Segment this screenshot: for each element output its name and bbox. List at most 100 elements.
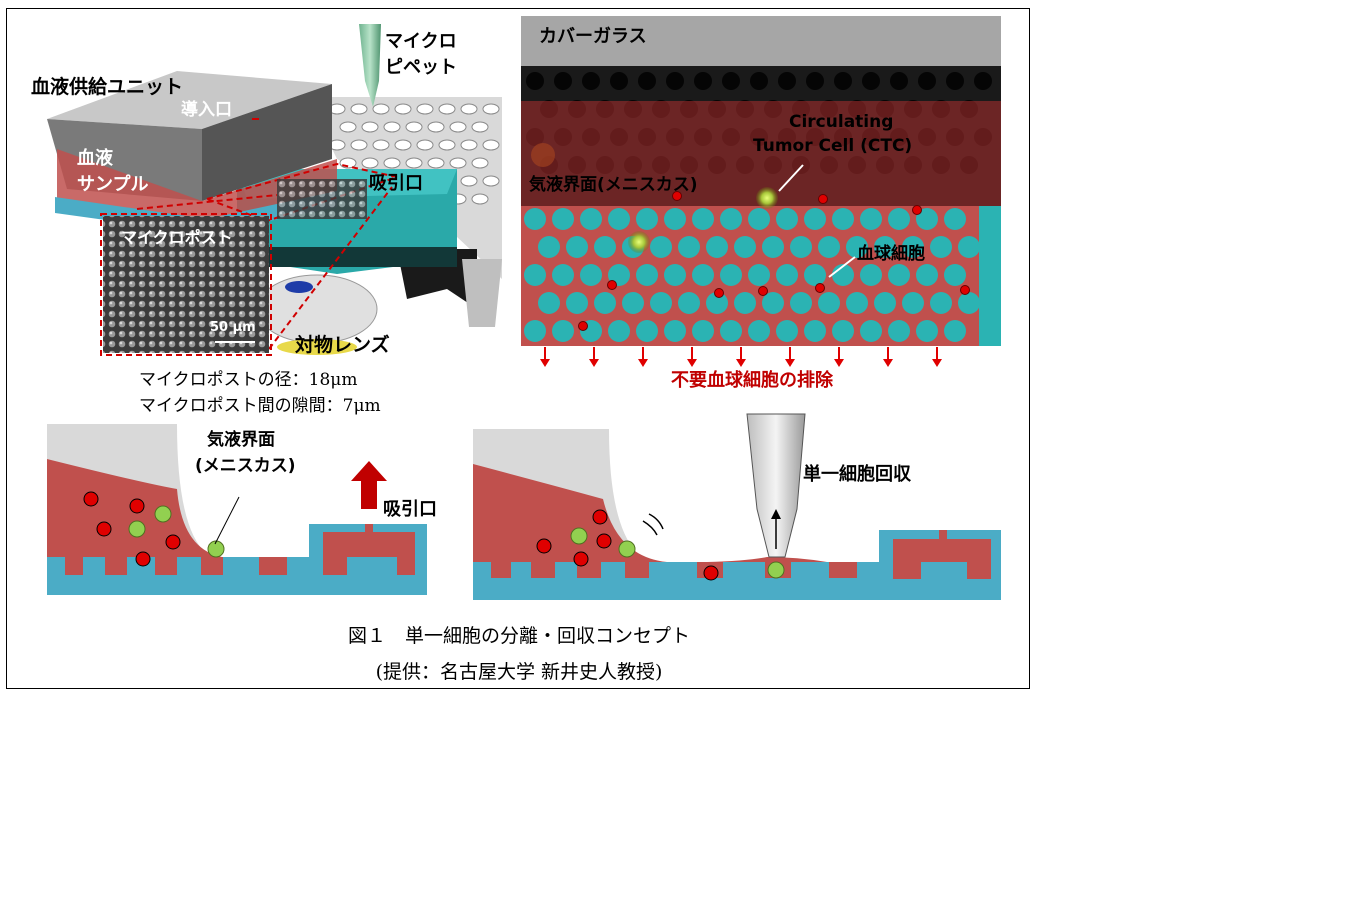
plate-hole xyxy=(361,157,379,169)
micropost xyxy=(944,320,966,342)
cover-glass xyxy=(521,16,1001,66)
plate-hole xyxy=(449,157,467,169)
target-cell xyxy=(207,540,225,558)
micropost xyxy=(874,292,896,314)
micropost xyxy=(608,208,630,230)
micropost xyxy=(636,208,658,230)
label-post-diameter: マイクロポストの径：18μm xyxy=(139,370,357,390)
micropost xyxy=(720,264,742,286)
red-cell xyxy=(536,538,552,554)
label-meniscus-left-1: 気液界面 xyxy=(206,429,275,450)
plate-hole xyxy=(361,121,379,133)
micropost xyxy=(636,264,658,286)
retrieval-pipette xyxy=(746,413,806,558)
label-meniscus: 気液界面(メニスカス) xyxy=(528,174,698,195)
micropost xyxy=(790,292,812,314)
micropost xyxy=(902,292,924,314)
figure-credit: (提供：名古屋大学 新井史人教授) xyxy=(375,661,663,683)
cross-section-left: 気液界面 (メニスカス) 吸引口 xyxy=(47,424,437,595)
target-cell xyxy=(154,505,172,523)
air-post xyxy=(890,72,908,90)
air-post xyxy=(694,72,712,90)
air-post xyxy=(918,72,936,90)
sem-inset xyxy=(103,216,269,353)
micropost xyxy=(594,292,616,314)
red-cell xyxy=(165,534,181,550)
substrate-posts-left xyxy=(65,557,287,575)
micropost xyxy=(538,292,560,314)
meniscus-bubble xyxy=(531,143,555,167)
support-cone xyxy=(462,259,502,327)
label-micropost: マイクロポスト xyxy=(121,228,233,247)
micropost xyxy=(748,320,770,342)
arrow-head xyxy=(932,359,942,367)
figure-caption: 図１ 単一細胞の分離・回収コンセプト xyxy=(347,625,690,647)
micropost xyxy=(944,264,966,286)
micropost xyxy=(888,208,910,230)
micropost xyxy=(916,264,938,286)
suction-block-red xyxy=(323,524,415,575)
label-suction-port: 吸引口 xyxy=(369,173,423,194)
air-post xyxy=(750,72,768,90)
micropost xyxy=(552,264,574,286)
air-post xyxy=(638,72,656,90)
plate-hole xyxy=(372,139,390,151)
label-scale: 50 μm xyxy=(210,320,256,335)
micropost xyxy=(720,320,742,342)
plate-hole xyxy=(460,175,478,187)
substrate-left xyxy=(47,557,427,595)
micropost xyxy=(790,236,812,258)
micropost xyxy=(692,208,714,230)
micropost xyxy=(748,208,770,230)
arrow-head xyxy=(638,359,648,367)
figure-frame: 血液供給ユニット 導入口 血液 サンプル マイクロ ピペット 吸引口 マイクロポ… xyxy=(6,8,1030,689)
air-post xyxy=(862,72,880,90)
micropost xyxy=(846,236,868,258)
blood-region-left xyxy=(47,459,307,569)
objective-lens xyxy=(256,274,378,344)
plate-hole xyxy=(471,193,489,205)
figure-canvas: 血液供給ユニット 導入口 血液 サンプル マイクロ ピペット 吸引口 マイクロポ… xyxy=(31,16,1001,600)
ctc-cell-1 xyxy=(756,187,778,209)
micropost xyxy=(650,236,672,258)
label-cover-glass: カバーガラス xyxy=(539,26,647,47)
ctc-cell-2 xyxy=(628,231,650,253)
red-cell xyxy=(596,533,612,549)
micropost xyxy=(748,264,770,286)
micropost xyxy=(636,320,658,342)
micropost xyxy=(818,292,840,314)
micropost xyxy=(566,236,588,258)
arrow-head xyxy=(540,359,550,367)
plate-hole xyxy=(350,103,368,115)
micropost xyxy=(524,264,546,286)
blood-supply-side xyxy=(202,84,332,201)
label-blood-supply-unit: 血液供給ユニット xyxy=(31,75,183,98)
plate-hole xyxy=(394,139,412,151)
blood-sample-layer xyxy=(57,149,337,224)
micropost xyxy=(594,236,616,258)
red-cell xyxy=(83,491,99,507)
red-blood-cell xyxy=(714,288,724,298)
micropost-field xyxy=(277,179,367,219)
micropipette-body xyxy=(359,24,381,107)
arrow-head xyxy=(687,359,697,367)
micropost xyxy=(678,236,700,258)
micropost xyxy=(930,236,952,258)
air-post xyxy=(666,72,684,90)
plate-hole xyxy=(449,121,467,133)
label-post-gap: マイクロポスト間の隙間：7μm xyxy=(139,396,381,416)
label-ctc-line1: Circulating xyxy=(789,112,893,132)
arrow-head xyxy=(883,359,893,367)
micropost xyxy=(762,236,784,258)
micropost xyxy=(664,264,686,286)
sample-red-overlay xyxy=(521,101,1001,206)
red-blood-cell xyxy=(672,191,682,201)
device-3d-illustration: 血液供給ユニット 導入口 血液 サンプル マイクロ ピペット 吸引口 マイクロポ… xyxy=(31,24,502,416)
plate-hole xyxy=(460,103,478,115)
micropost xyxy=(734,236,756,258)
label-discharge: 不要血球細胞の排除 xyxy=(671,369,834,391)
red-blood-cell xyxy=(912,205,922,215)
arrow-head xyxy=(736,359,746,367)
plate-hole xyxy=(350,139,368,151)
plate-hole xyxy=(482,175,500,187)
